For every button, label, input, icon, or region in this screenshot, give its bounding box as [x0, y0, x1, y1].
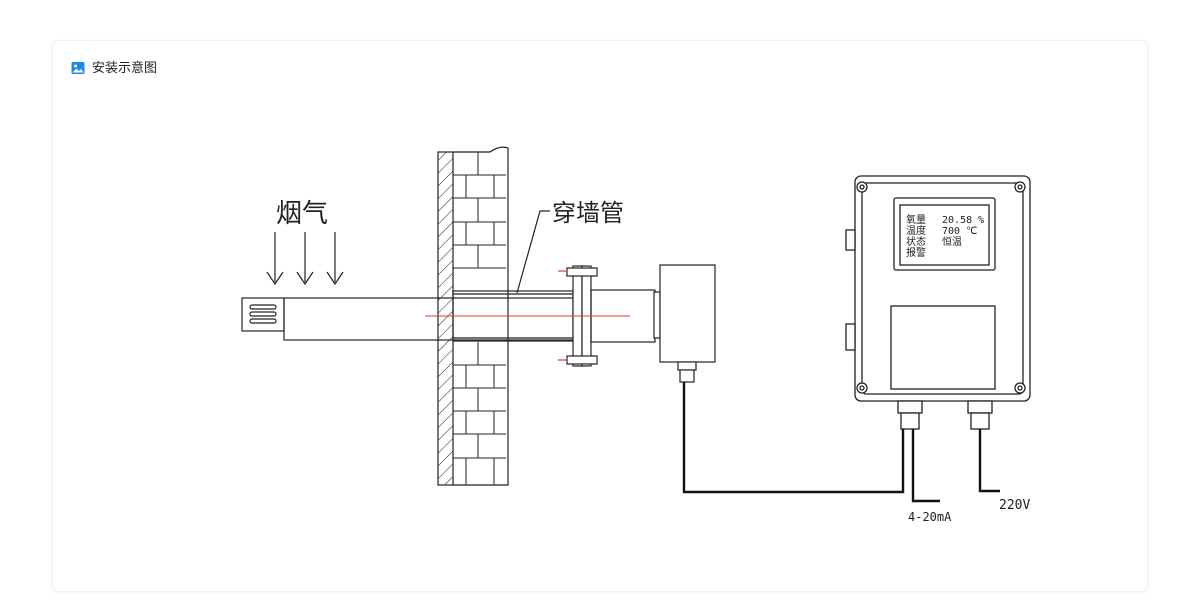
- display-row3-value: 恒温: [942, 235, 962, 248]
- smoke-arrows: [266, 232, 344, 286]
- wall-pipe-leader: [516, 210, 550, 294]
- image-icon: [71, 60, 85, 79]
- card-title: 安装示意图: [92, 61, 158, 76]
- analyzer-enclosure: [845, 175, 1031, 430]
- brick-pattern: [453, 152, 506, 485]
- display-row1-value: 20.58 %: [942, 215, 984, 226]
- wall: [437, 146, 509, 486]
- display-row1-label: 氧量: [906, 213, 926, 226]
- wall-pipe-label: 穿墙管: [552, 199, 624, 227]
- smoke-label: 烟气: [276, 199, 328, 229]
- cables: [682, 382, 1000, 503]
- display-readout: 氧量 20.58 % 温度 700 ℃ 状态 恒温 报警: [906, 213, 984, 259]
- signal-label: 4-20mA: [908, 510, 952, 524]
- display-row4-label: 报警: [906, 246, 926, 259]
- card-header: 安装示意图: [71, 60, 157, 78]
- junction-box: [653, 264, 716, 383]
- power-label: 220V: [999, 498, 1030, 513]
- display-row2-value: 700 ℃: [942, 226, 977, 237]
- probe: [241, 297, 581, 341]
- display-row2-label: 温度: [906, 224, 926, 237]
- display-row3-label: 状态: [906, 235, 926, 248]
